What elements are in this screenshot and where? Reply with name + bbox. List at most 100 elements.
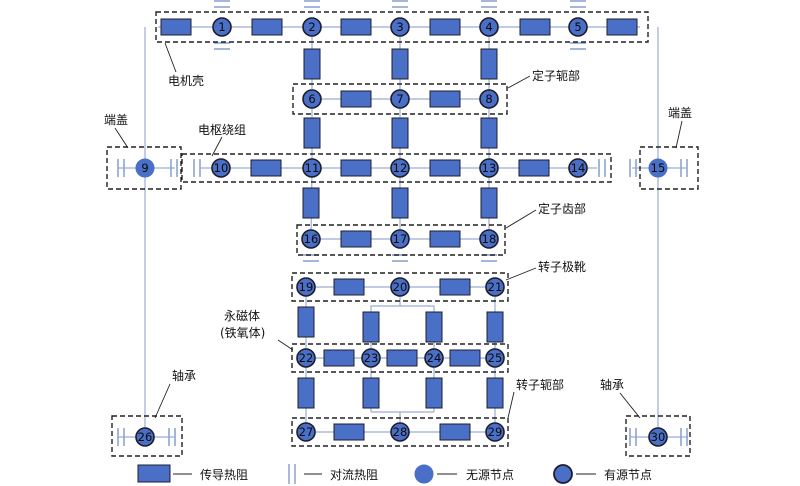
- resistor-vertical-4: [391, 117, 409, 149]
- leader-2: [211, 136, 223, 157]
- node-label-12: 12: [393, 161, 408, 175]
- label-end-cap-right: 端盖: [668, 106, 692, 120]
- node-4: [479, 17, 499, 37]
- node-label-7: 7: [396, 92, 403, 106]
- label-bearing-left: 轴承: [172, 368, 196, 383]
- node-20: [390, 277, 410, 297]
- node-26: [135, 427, 155, 447]
- leader-9: [154, 383, 171, 419]
- node-17: [390, 229, 410, 249]
- label-leaders: [114, 42, 683, 419]
- resistor-vertical-8: [480, 187, 498, 219]
- box-permanent-magnet-row: [291, 343, 509, 373]
- label-end-cap-left: 端盖: [104, 113, 128, 127]
- node-11: [302, 158, 322, 178]
- leader-0: [164, 42, 177, 73]
- node-label-29: 29: [488, 425, 503, 439]
- node-label-19: 19: [299, 280, 314, 294]
- node-label-25: 25: [488, 351, 503, 365]
- node-23: [361, 348, 381, 368]
- node-label-2: 2: [308, 20, 315, 34]
- leader-4: [675, 120, 683, 149]
- node-18: [479, 229, 499, 249]
- label-armature-winding: 电枢绕组: [198, 122, 246, 137]
- label-rotor-yoke: 转子轭部: [516, 377, 564, 392]
- resistor-vertical-16: [486, 377, 504, 409]
- node-12: [390, 158, 410, 178]
- node-6: [302, 89, 322, 109]
- node-label-30: 30: [651, 430, 666, 444]
- node-14: [568, 158, 588, 178]
- node-7: [390, 89, 410, 109]
- node-label-4: 4: [485, 20, 492, 34]
- resistor-vertical-2: [480, 48, 498, 80]
- resistor-housing-0: [160, 18, 192, 36]
- legend-convection-label: 对流热阻: [330, 468, 378, 482]
- leader-1: [507, 75, 531, 89]
- legend-active-node-label: 有源节点: [604, 468, 652, 482]
- node-label-20: 20: [393, 280, 408, 294]
- node-9: [135, 158, 155, 178]
- resistor-shoe-1: [439, 278, 471, 296]
- resistor-vertical-5: [480, 117, 498, 149]
- label-stator-yoke: 定子轭部: [532, 68, 580, 83]
- label-permanent-magnet: 永磁体: [224, 308, 260, 323]
- box-armature-winding: [181, 153, 612, 183]
- node-2: [302, 17, 322, 37]
- node-label-17: 17: [393, 232, 408, 246]
- leader-10: [619, 392, 641, 419]
- node-label-22: 22: [299, 351, 314, 365]
- node-label-10: 10: [214, 161, 229, 175]
- node-label-27: 27: [299, 425, 314, 439]
- resistor-magnet-row-0: [323, 349, 355, 367]
- node-3: [390, 17, 410, 37]
- resistor-rotor-yoke-1: [439, 423, 471, 441]
- resistor-winding-2: [429, 159, 461, 177]
- node-label-18: 18: [482, 232, 497, 246]
- leader-8: [507, 391, 515, 419]
- box-end-cap-right: [639, 146, 699, 190]
- resistor-magnet-row-2: [449, 349, 481, 367]
- resistor-winding-0: [250, 159, 282, 177]
- resistor-vertical-7: [391, 187, 409, 219]
- box-motor-housing: [155, 11, 649, 43]
- legend-conduction-label: 传导热阻: [200, 467, 248, 482]
- node-label-21: 21: [488, 280, 503, 294]
- wire-17: [400, 305, 435, 412]
- box-rotor-yoke: [291, 417, 509, 447]
- region-boxes: [106, 11, 699, 457]
- legend-active-node-symbol: [553, 464, 573, 484]
- node-label-16: 16: [304, 232, 319, 246]
- resistor-housing-3: [429, 18, 461, 36]
- label-rotor-pole-shoe: 转子极靴: [538, 259, 586, 274]
- resistor-vertical-11: [425, 311, 443, 343]
- node-22: [296, 348, 316, 368]
- resistor-vertical-12: [486, 311, 504, 343]
- resistor-housing-1: [251, 18, 283, 36]
- node-label-6: 6: [308, 92, 315, 106]
- resistor-shoe-0: [333, 278, 365, 296]
- resistor-vertical-13: [297, 377, 315, 409]
- node-label-15: 15: [651, 161, 666, 175]
- box-stator-teeth: [296, 224, 506, 256]
- resistor-housing-5: [606, 18, 638, 36]
- legend: 传导热阻 对流热阻 无源节点 有源节点: [137, 464, 652, 484]
- node-13: [479, 158, 499, 178]
- node-label-8: 8: [485, 92, 492, 106]
- resistor-vertical-10: [362, 311, 380, 343]
- leader-6: [505, 267, 537, 281]
- box-stator-yoke: [292, 83, 508, 115]
- resistor-teeth-1: [429, 230, 461, 248]
- node-24: [424, 348, 444, 368]
- node-10: [211, 158, 231, 178]
- node-8: [479, 89, 499, 109]
- box-rotor-pole-shoe: [291, 272, 509, 302]
- node-label-11: 11: [305, 161, 320, 175]
- node-29: [485, 422, 505, 442]
- resistor-vertical-9: [297, 306, 315, 338]
- resistor-yoke-1: [429, 90, 461, 108]
- node-label-14: 14: [571, 161, 586, 175]
- node-label-24: 24: [427, 351, 442, 365]
- node-label-28: 28: [393, 425, 408, 439]
